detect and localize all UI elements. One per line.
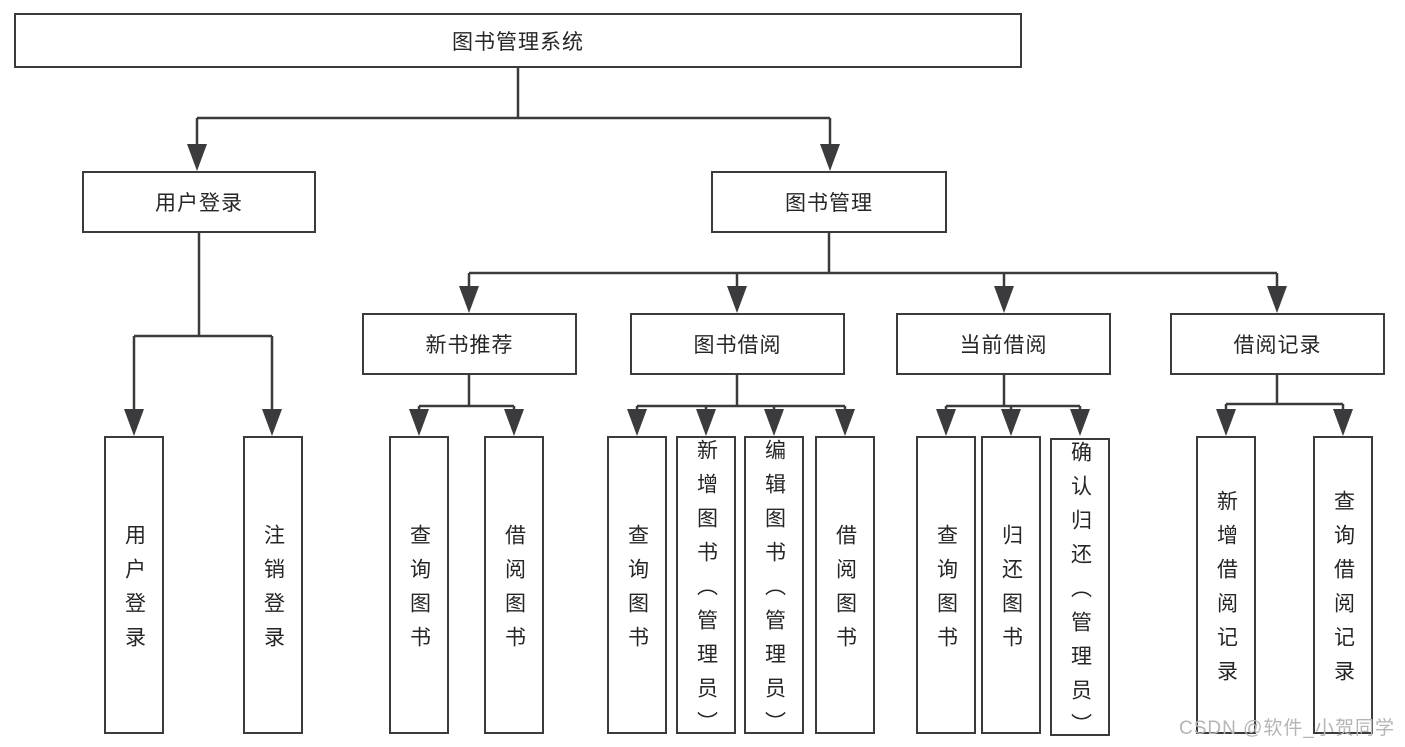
- connector-book-borrowing-to-leaves: [627, 375, 855, 436]
- node-user-login: 用户登录: [82, 171, 316, 233]
- node-edit-books-admin: 编辑图书（管理员）: [744, 436, 804, 745]
- node-add-books-admin-label: 新增图书（管理员）: [694, 438, 718, 745]
- node-new-book-recommendation-label: 新书推荐: [425, 334, 514, 357]
- connector-book-management-to-level2: [459, 233, 1287, 313]
- node-current-borrowing-label: 当前借阅: [959, 334, 1048, 357]
- node-edit-books-admin-label: 编辑图书（管理员）: [762, 438, 786, 745]
- node-confirm-return-admin-label: 确认归还（管理员）: [1068, 440, 1092, 747]
- node-return-books: 归还图书: [981, 436, 1041, 734]
- node-query-books-recommend-label: 查询图书: [407, 523, 431, 660]
- node-library-system: 图书管理系统: [14, 13, 1022, 68]
- node-current-borrowing: 当前借阅: [896, 313, 1111, 375]
- node-book-management-label: 图书管理: [785, 192, 873, 215]
- node-user-login-leaf: 用户登录: [104, 436, 164, 734]
- node-book-borrowing: 图书借阅: [630, 313, 845, 375]
- node-return-books-label: 归还图书: [999, 523, 1023, 660]
- node-borrow-books-leaf: 借阅图书: [815, 436, 875, 734]
- connector-new-book-recommendation-to-leaves: [409, 375, 524, 436]
- node-query-books-borrowing-label: 查询图书: [625, 523, 649, 660]
- node-borrow-books-leaf-label: 借阅图书: [833, 523, 857, 660]
- node-book-management: 图书管理: [711, 171, 947, 233]
- node-add-borrow-record: 新增借阅记录: [1196, 436, 1256, 734]
- node-query-books-current-label: 查询图书: [934, 523, 958, 660]
- node-query-borrow-record: 查询借阅记录: [1313, 436, 1373, 734]
- connector-borrowing-records-to-leaves: [1216, 375, 1353, 436]
- node-logout-label: 注销登录: [261, 523, 285, 660]
- node-confirm-return-admin: 确认归还（管理员）: [1050, 438, 1110, 747]
- node-query-books-recommend: 查询图书: [389, 436, 449, 734]
- connector-user-login-to-leaves: [124, 233, 282, 436]
- node-query-books-current: 查询图书: [916, 436, 976, 734]
- node-query-borrow-record-label: 查询借阅记录: [1331, 489, 1355, 694]
- node-add-books-admin: 新增图书（管理员）: [676, 436, 736, 745]
- node-borrowing-records-label: 借阅记录: [1233, 334, 1322, 357]
- node-logout: 注销登录: [243, 436, 303, 734]
- node-new-book-recommendation: 新书推荐: [362, 313, 577, 375]
- node-borrowing-records: 借阅记录: [1170, 313, 1385, 375]
- node-borrow-books-recommend-label: 借阅图书: [502, 523, 526, 660]
- node-borrow-books-recommend: 借阅图书: [484, 436, 544, 734]
- watermark-text: CSDN @软件_小贺同学: [1179, 718, 1395, 739]
- node-add-borrow-record-label: 新增借阅记录: [1214, 489, 1238, 694]
- node-query-books-borrowing: 查询图书: [607, 436, 667, 734]
- connector-root-to-level1: [187, 68, 840, 171]
- node-library-system-label: 图书管理系统: [452, 30, 584, 54]
- node-user-login-leaf-label: 用户登录: [122, 523, 146, 660]
- node-user-login-label: 用户登录: [155, 192, 243, 215]
- connector-current-borrowing-to-leaves: [936, 375, 1090, 436]
- node-book-borrowing-label: 图书借阅: [693, 334, 782, 357]
